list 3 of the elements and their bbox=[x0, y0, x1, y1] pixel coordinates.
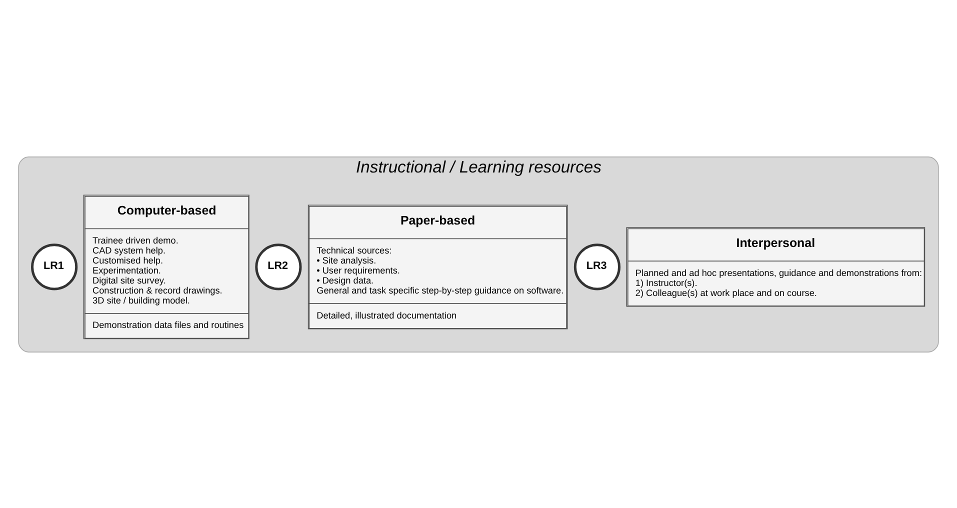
node-circle: LR2 bbox=[255, 243, 302, 290]
node-circle: LR1 bbox=[31, 243, 78, 290]
node-circle: LR3 bbox=[574, 243, 620, 290]
